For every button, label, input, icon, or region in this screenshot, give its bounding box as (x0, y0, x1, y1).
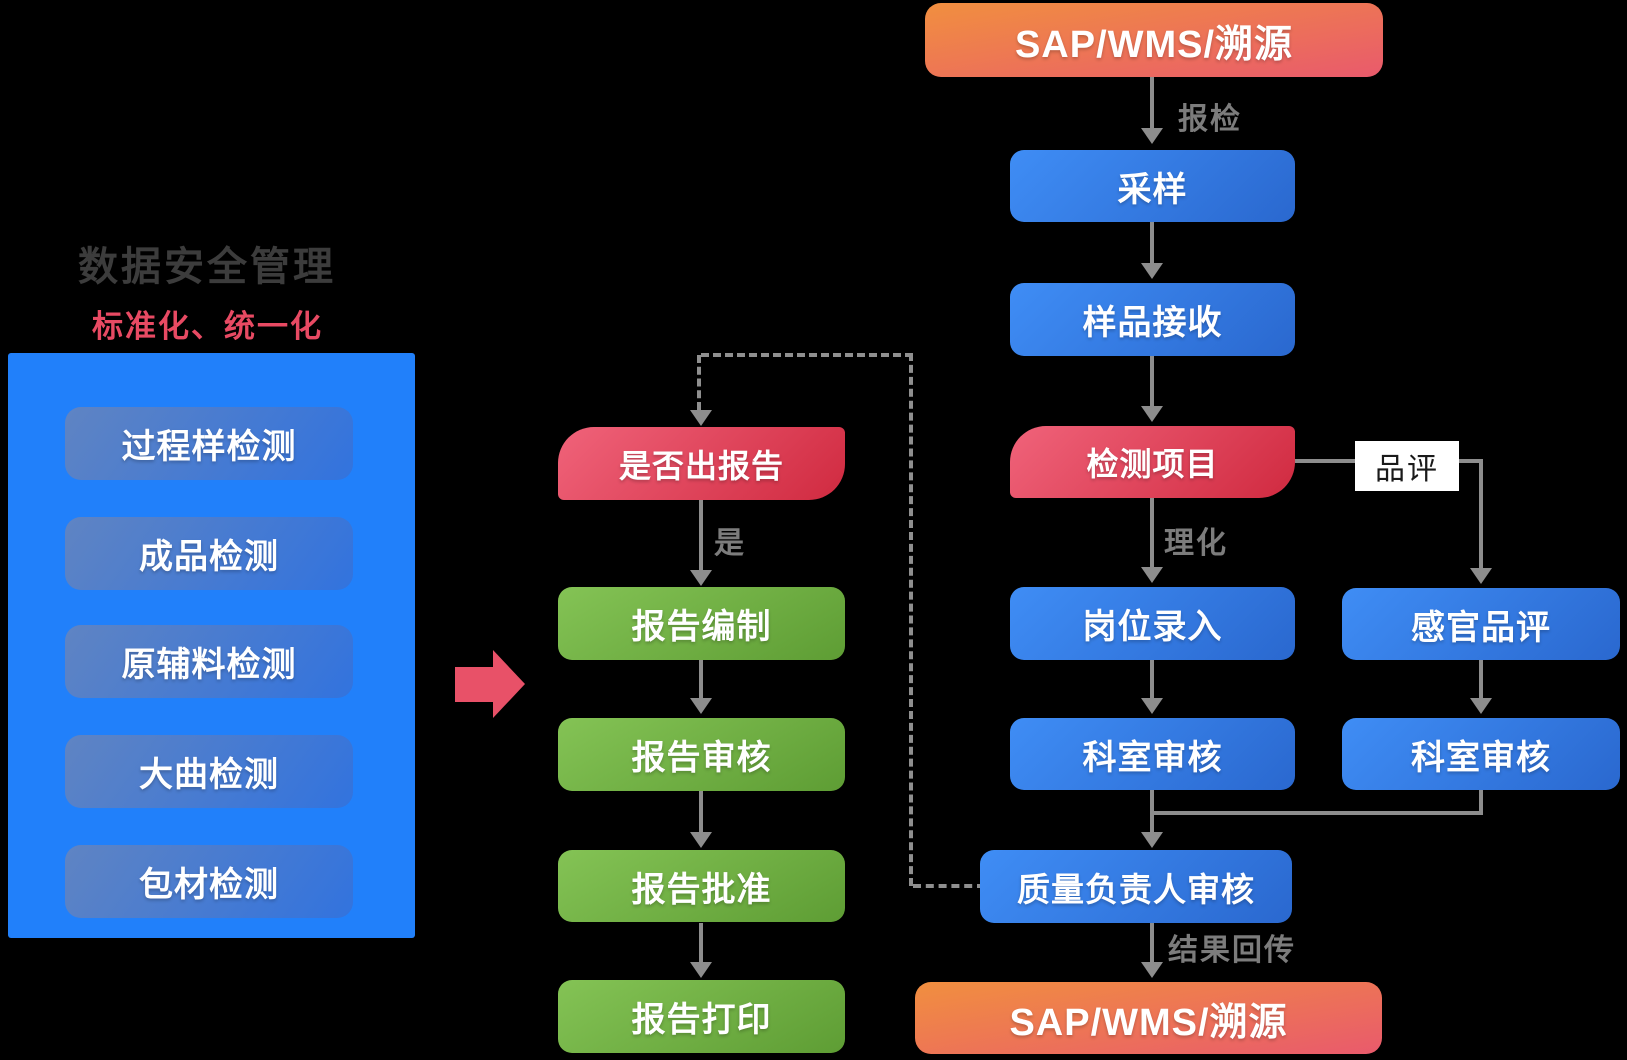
arrow-line (699, 500, 703, 570)
arrow-line (1150, 222, 1154, 263)
arrow-down-icon (690, 410, 712, 426)
arrow-down-icon (690, 698, 712, 714)
node-report-approve: 报告批准 (558, 850, 845, 922)
arrow-line (1479, 459, 1483, 568)
edge-tag-taste: 品评 (1355, 441, 1459, 491)
node-quality-review: 质量负责人审核 (980, 850, 1292, 923)
arrow-line (1150, 498, 1154, 567)
arrow-down-icon (1141, 962, 1163, 978)
node-sampling: 采样 (1010, 150, 1295, 222)
arrow-down-icon (690, 962, 712, 978)
node-report-review: 报告审核 (558, 718, 845, 791)
node-sap-target: SAP/WMS/溯源 (915, 982, 1382, 1054)
arrow-down-icon (1141, 698, 1163, 714)
connector-line (1150, 811, 1483, 815)
arrow-line (1150, 923, 1154, 962)
node-report-compile: 报告编制 (558, 587, 845, 660)
node-dept-review-branch: 科室审核 (1342, 718, 1620, 790)
left-panel-title: 数据安全管理 (78, 245, 336, 289)
arrow-down-icon (1141, 832, 1163, 848)
edge-label-yes: 是 (714, 527, 746, 560)
left-panel-subtitle: 标准化、统一化 (92, 309, 323, 344)
edge-label-return: 结果回传 (1168, 934, 1296, 967)
dashed-connector (909, 353, 913, 886)
panel-item-packaging: 包材检测 (65, 845, 353, 918)
arrow-line (699, 660, 703, 698)
arrow-line (699, 923, 703, 962)
panel-item-process-sample: 过程样检测 (65, 407, 353, 480)
arrow-down-icon (1470, 698, 1492, 714)
panel-item-raw-materials: 原辅料检测 (65, 625, 353, 698)
node-report-decision: 是否出报告 (558, 427, 845, 500)
arrow-line (1150, 356, 1154, 406)
arrow-down-icon (1470, 568, 1492, 584)
arrow-line (1479, 660, 1483, 698)
connector-line (1479, 790, 1483, 815)
node-sample-receive: 样品接收 (1010, 283, 1295, 356)
arrow-line (1150, 77, 1154, 128)
dashed-connector (701, 353, 913, 357)
node-sensory-tasting: 感官品评 (1342, 588, 1620, 660)
right-block-arrow-icon (455, 667, 493, 702)
node-dept-review-main: 科室审核 (1010, 718, 1295, 790)
arrow-down-icon (1141, 128, 1163, 144)
panel-item-daqu: 大曲检测 (65, 735, 353, 808)
right-block-arrow-head-icon (493, 650, 525, 718)
node-sap-source: SAP/WMS/溯源 (925, 3, 1383, 77)
arrow-line (1150, 660, 1154, 698)
arrow-line (699, 791, 703, 832)
arrow-down-icon (690, 570, 712, 586)
node-test-items: 检测项目 (1010, 426, 1295, 498)
arrow-down-icon (1141, 406, 1163, 422)
node-position-entry: 岗位录入 (1010, 587, 1295, 660)
edge-label-submit: 报检 (1178, 103, 1242, 136)
arrow-down-icon (1141, 567, 1163, 583)
arrow-down-icon (690, 832, 712, 848)
dashed-connector (697, 355, 701, 410)
dashed-connector (913, 884, 985, 888)
panel-item-finished-product: 成品检测 (65, 517, 353, 590)
edge-label-physchem: 理化 (1164, 527, 1228, 560)
arrow-down-icon (1141, 263, 1163, 279)
node-report-print: 报告打印 (558, 980, 845, 1053)
